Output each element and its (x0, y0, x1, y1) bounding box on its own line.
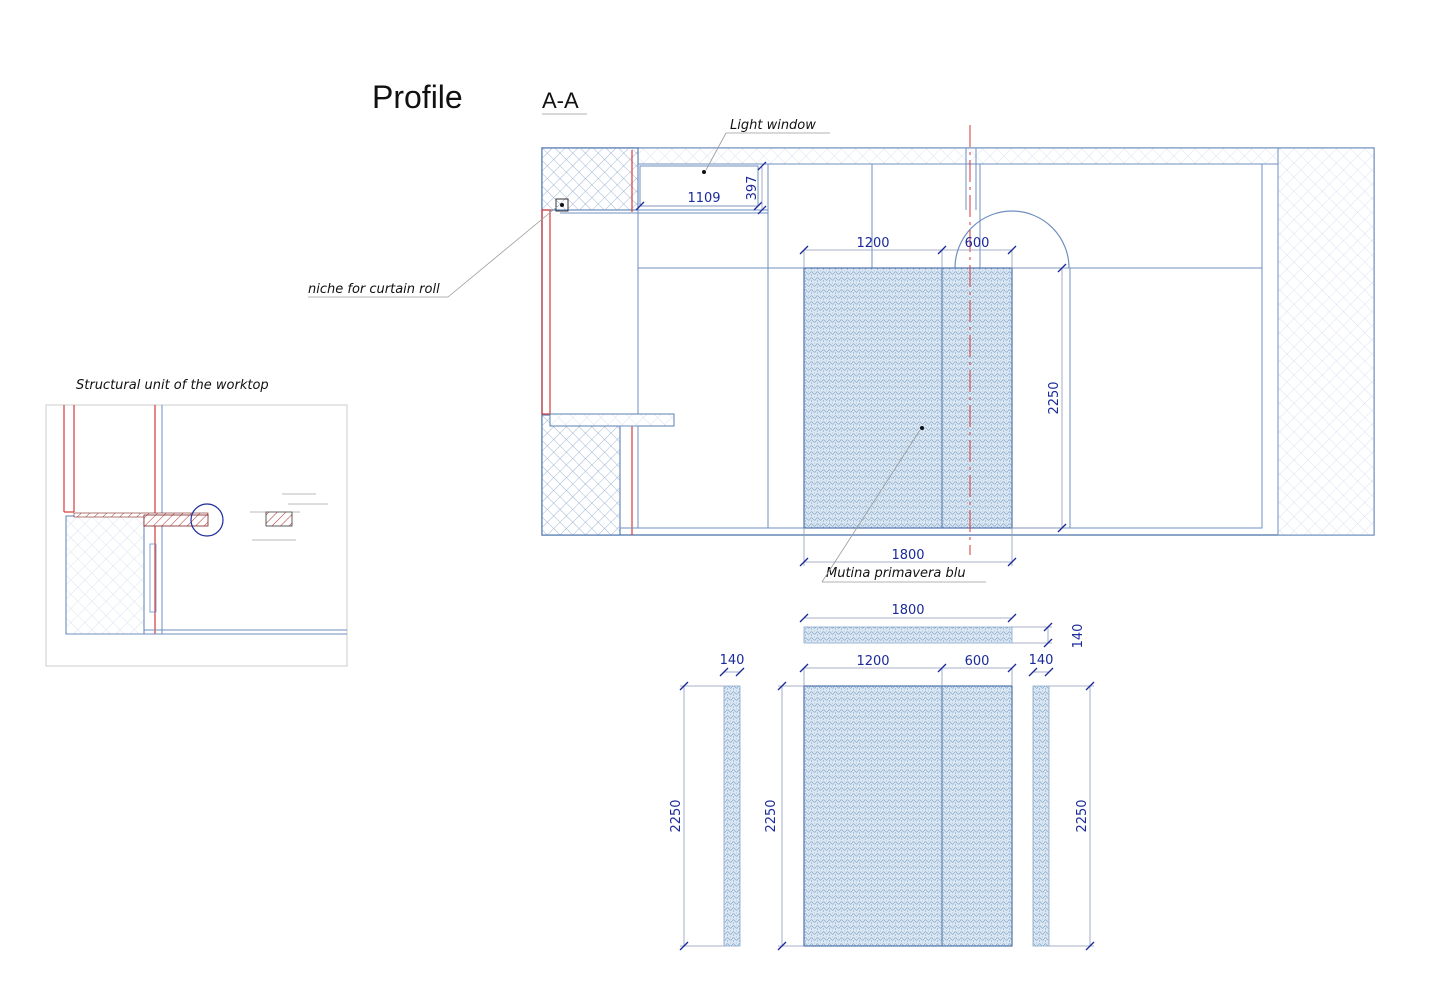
dim-window-height: 397 (745, 176, 760, 201)
side-panel-right (1032, 685, 1050, 947)
dim-tick (937, 663, 947, 673)
dim-tick (753, 201, 763, 211)
leader-line (447, 205, 559, 298)
dim-top-strip-depth: 140 (1071, 624, 1086, 649)
dim-tick (799, 245, 809, 255)
section-dimensions: 1109 397 1200 600 2250 1800 (635, 161, 1067, 567)
left-glazing (541, 209, 551, 415)
dim-side-right-width: 140 (1029, 653, 1054, 668)
dim-tick (1007, 613, 1017, 623)
dim-tick (1043, 638, 1053, 648)
dim-tick (1057, 263, 1067, 273)
label-light-window: Light window (730, 118, 816, 133)
profile-title: Profile (372, 79, 463, 115)
section-title: A-A (542, 88, 579, 113)
dim-panel-height: 2250 (1047, 381, 1062, 414)
dim-tick (735, 667, 745, 677)
label-curtain-niche: niche for curtain roll (308, 282, 440, 297)
dim-tick (937, 245, 947, 255)
tile-panel (803, 267, 1013, 529)
detail-frame (45, 404, 348, 667)
dim-center-right-width: 600 (965, 654, 990, 669)
dim-top-strip-width: 1800 (891, 603, 924, 618)
panel-layout: 1800 140 1200 600 2250 140 (669, 603, 1095, 951)
dim-center-height: 2250 (764, 799, 779, 832)
dim-tick (799, 557, 809, 567)
detail-support (149, 543, 157, 613)
dim-side-left-height: 2250 (669, 799, 684, 832)
dim-tick (679, 941, 689, 951)
dim-tick (757, 205, 767, 215)
dim-tick (1057, 523, 1067, 533)
worktop-support (619, 425, 639, 529)
worktop-detail: Structural unit of the worktop (45, 378, 348, 667)
dim-panel-left-width: 1200 (856, 236, 889, 251)
dim-tick (1007, 557, 1017, 567)
detail-node-mini (265, 511, 293, 527)
left-top-wall-hatch (541, 147, 639, 211)
dim-tick (1043, 622, 1053, 632)
curtain-niche (555, 198, 569, 212)
detail-callout-circle (190, 503, 224, 537)
section-labels: Light window niche for curtain roll Muti… (308, 118, 986, 583)
dim-tick (757, 161, 767, 171)
worktop-unit-title: Structural unit of the worktop (76, 378, 269, 393)
dim-tick (799, 613, 809, 623)
side-panel-left (723, 685, 741, 947)
dim-panel-total-width: 1800 (891, 548, 924, 563)
ceiling-slab (637, 147, 1279, 165)
dim-tick (1085, 941, 1095, 951)
left-bottom-wall-hatch (541, 414, 621, 536)
center-panel (803, 685, 1013, 947)
light-window-marker (702, 170, 706, 174)
top-strip-panel (803, 626, 1013, 644)
dim-panel-right-width: 600 (965, 236, 990, 251)
dim-center-left-width: 1200 (856, 654, 889, 669)
dim-tick (1028, 667, 1038, 677)
arch (954, 210, 1070, 269)
dim-tick (777, 681, 787, 691)
detail-worktop (143, 514, 209, 527)
dim-side-right-height: 2250 (1075, 799, 1090, 832)
dim-tick (1044, 667, 1054, 677)
dim-tick (1085, 681, 1095, 691)
right-wall-hatch (1277, 147, 1375, 536)
dim-tick (777, 941, 787, 951)
leader-line (705, 132, 727, 171)
dim-tick (679, 681, 689, 691)
dim-window-width: 1109 (687, 191, 720, 206)
dim-tick (799, 663, 809, 673)
label-material: Mutina primavera blu (826, 566, 966, 581)
dim-tick (1007, 245, 1017, 255)
worktop (549, 413, 675, 427)
dim-tick (635, 201, 645, 211)
leader-line (821, 429, 921, 583)
dim-tick (719, 667, 729, 677)
section-a-a (541, 125, 1375, 555)
detail-wall-hatch (65, 515, 145, 635)
dim-tick (1007, 663, 1017, 673)
tile-panel-marker (920, 426, 924, 430)
curtain-niche-marker (560, 203, 564, 207)
dim-side-left-width: 140 (720, 653, 745, 668)
